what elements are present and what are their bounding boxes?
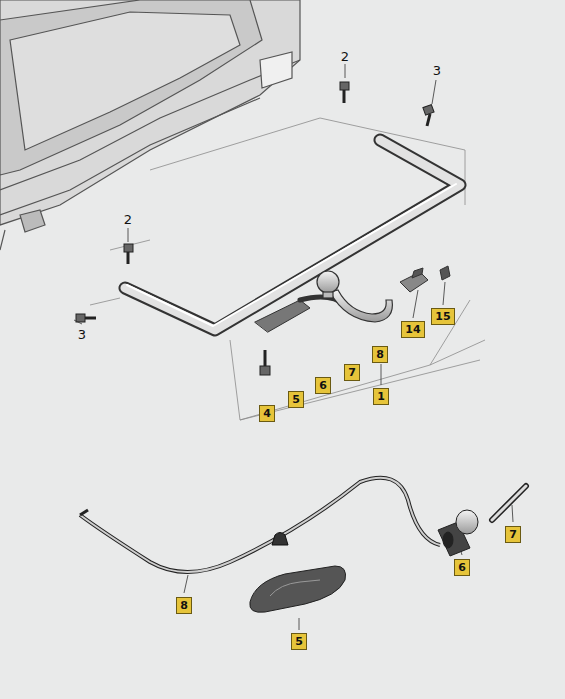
callout-number: 15 [431, 308, 454, 325]
callout-number: 1 [373, 388, 389, 405]
callout-number: 6 [315, 377, 331, 394]
callout-number: 14 [401, 321, 424, 338]
grommet [272, 533, 288, 546]
reference-lines [90, 118, 485, 420]
ball-neck [317, 271, 392, 322]
callout-number: 3 [78, 328, 86, 341]
callout-number: 4 [259, 405, 275, 422]
callout-number: 2 [124, 213, 132, 226]
bolts [76, 82, 434, 375]
trailer-socket [438, 510, 478, 556]
callout-number: 6 [454, 559, 470, 576]
callout-number: 5 [291, 633, 307, 650]
wiring-harness [80, 478, 440, 572]
callout-number: 2 [341, 50, 349, 63]
callout-number: 7 [505, 526, 521, 543]
callout-number: 7 [344, 364, 360, 381]
tow-bar [125, 140, 460, 332]
callout-number: 5 [288, 391, 304, 408]
socket-bracket [400, 266, 450, 292]
callout-number: 8 [372, 346, 388, 363]
cover-plate [250, 566, 346, 612]
leader-lines [74, 64, 513, 630]
callout-number: 3 [433, 64, 441, 77]
callout-number: 8 [176, 597, 192, 614]
car-rear-body [0, 0, 300, 250]
pin [492, 486, 526, 520]
